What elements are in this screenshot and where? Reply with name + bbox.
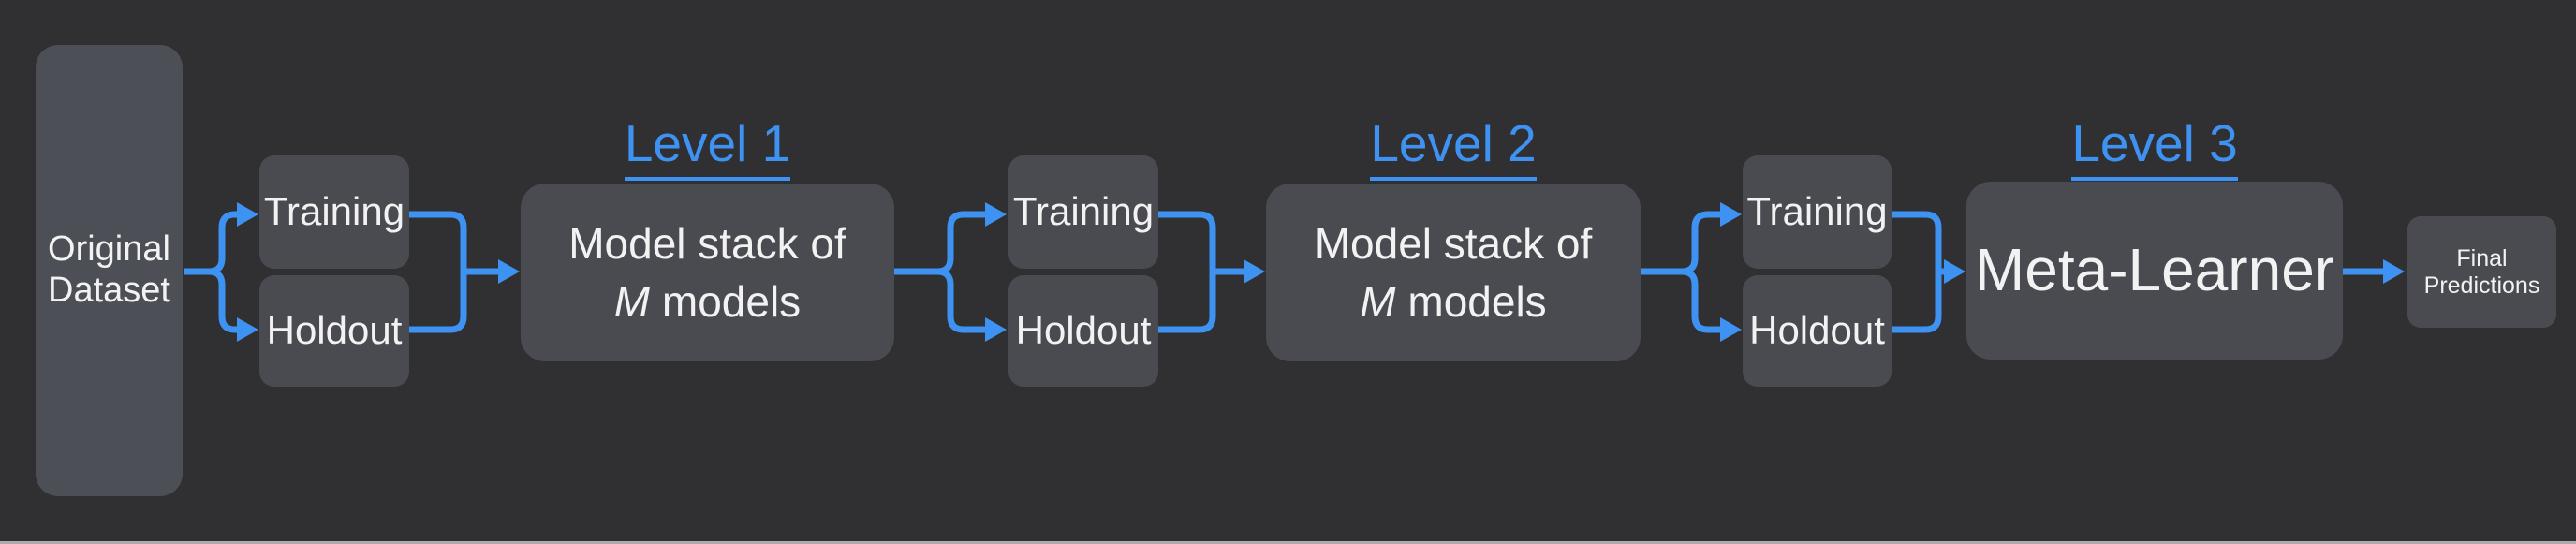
level-1-heading-label: Level 1 [624,118,791,181]
final-predictions-label: Final Predictions [2423,244,2540,299]
level-3-heading-label: Level 3 [2071,118,2238,181]
model-stack-line1: Model stack of [1314,218,1593,268]
connector-original-to-pair1 [184,202,258,342]
holdout-label: Holdout [1749,308,1885,353]
training-label: Training [1746,189,1888,234]
original-dataset-label: Original Dataset [48,229,170,310]
model-stack-node-1: Model stack of M models [521,184,894,361]
connector-stack2-to-pair3 [1639,202,1742,342]
connector-stack1-to-pair2 [893,202,1007,342]
model-stack-line2: models [650,277,802,326]
training-label: Training [1012,189,1155,234]
training-node-1: Training [259,155,409,269]
holdout-node-3: Holdout [1743,275,1892,387]
model-stack-m: M [613,277,651,326]
meta-learner-label: Meta-Learner [1974,236,2335,304]
connector-meta-to-final [2342,259,2405,284]
model-stack-node-2: Model stack of M models [1266,184,1641,361]
training-label: Training [263,189,405,234]
bottom-edge-highlight [0,541,2576,544]
holdout-label: Holdout [266,308,403,353]
holdout-label: Holdout [1015,308,1152,353]
training-node-3: Training [1743,155,1892,269]
holdout-node-2: Holdout [1008,275,1158,387]
final-predictions-node: Final Predictions [2407,216,2556,328]
connector-pair2-to-stack2 [1158,211,1265,333]
level-1-heading: Level 1 [521,118,894,181]
training-node-2: Training [1008,155,1158,269]
model-stack-line1: Model stack of [568,218,846,268]
level-2-heading: Level 2 [1266,118,1641,181]
model-stack-line2: models [1395,277,1547,326]
level-3-heading: Level 3 [1966,118,2343,181]
model-stack-label: Model stack of M models [1315,214,1593,331]
connector-pair1-to-stack1 [409,211,520,333]
original-dataset-node: Original Dataset [36,45,183,496]
meta-learner-node: Meta-Learner [1966,182,2343,360]
level-2-heading-label: Level 2 [1370,118,1537,181]
holdout-node-1: Holdout [259,275,409,387]
model-stack-m: M [1360,277,1396,326]
model-stack-label: Model stack of M models [568,214,846,331]
connector-pair3-to-meta [1892,211,1965,333]
